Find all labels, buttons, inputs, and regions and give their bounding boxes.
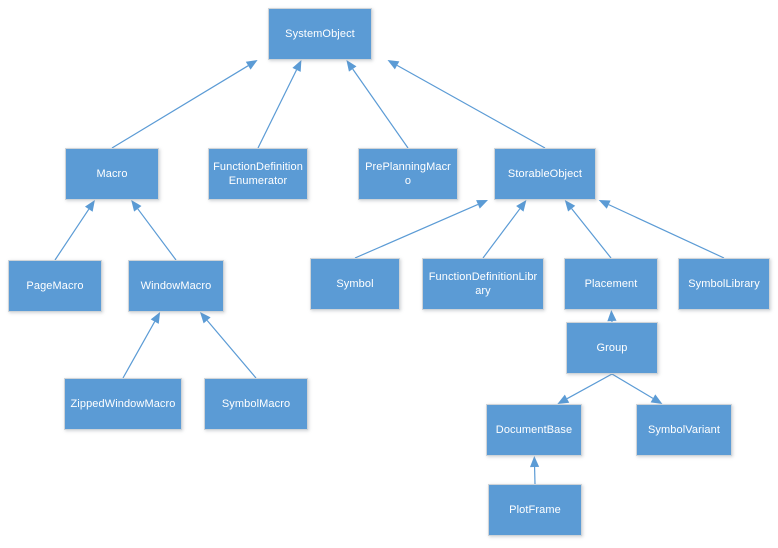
edge-symbol-to-storable-object bbox=[354, 200, 488, 259]
edge-group-to-symbol-variant bbox=[611, 373, 663, 404]
class-node-macro[interactable]: Macro bbox=[65, 148, 159, 200]
edge-group-to-document-base bbox=[557, 373, 613, 404]
edge-symbol-library-to-storable-object bbox=[598, 200, 725, 259]
class-node-label: ZippedWindowMacro bbox=[70, 398, 176, 410]
class-node-symbol[interactable]: Symbol bbox=[310, 258, 400, 310]
edge-symbol-macro-to-window-macro bbox=[200, 312, 257, 379]
class-node-label: SystemObject bbox=[285, 28, 355, 40]
edge-page-macro-to-macro bbox=[54, 200, 95, 261]
edge-line bbox=[571, 208, 612, 259]
class-node-page-macro[interactable]: PageMacro bbox=[8, 260, 102, 312]
class-node-system-object[interactable]: SystemObject bbox=[268, 8, 372, 60]
edge-line bbox=[54, 208, 90, 261]
edge-line bbox=[137, 208, 177, 261]
class-node-label: SymbolVariant bbox=[647, 424, 721, 436]
edge-line bbox=[396, 64, 546, 149]
edge-plot-frame-to-document-base bbox=[529, 456, 540, 485]
class-node-label: PlotFrame bbox=[509, 504, 561, 516]
edge-arrowhead bbox=[529, 456, 540, 468]
edge-line bbox=[111, 65, 249, 149]
class-node-label: PageMacro bbox=[26, 280, 84, 292]
edge-zipped-window-macro-to-window-macro bbox=[122, 312, 161, 379]
edge-arrowhead bbox=[516, 200, 527, 212]
edge-line bbox=[122, 321, 156, 379]
edge-arrowhead bbox=[131, 200, 142, 212]
edge-line bbox=[257, 69, 298, 149]
edge-arrowhead bbox=[607, 310, 617, 322]
class-node-function-definition-library[interactable]: FunctionDefinitionLibrary bbox=[422, 258, 544, 310]
class-node-preplanning-macro[interactable]: PrePlanningMacro bbox=[358, 148, 458, 200]
edge-arrowhead bbox=[292, 60, 302, 72]
class-node-document-base[interactable]: DocumentBase bbox=[486, 404, 582, 456]
class-node-window-macro[interactable]: WindowMacro bbox=[128, 260, 224, 312]
edge-arrowhead bbox=[598, 200, 611, 209]
edge-arrowhead bbox=[387, 60, 400, 70]
edge-window-macro-to-macro bbox=[131, 200, 177, 261]
class-node-label: Macro bbox=[96, 168, 128, 180]
class-node-label: Placement bbox=[584, 278, 638, 290]
class-node-function-definition-enum[interactable]: FunctionDefinitionEnumerator bbox=[208, 148, 308, 200]
class-node-storable-object[interactable]: StorableObject bbox=[494, 148, 596, 200]
class-node-label: WindowMacro bbox=[140, 280, 212, 292]
edge-line bbox=[354, 203, 479, 259]
class-node-label: FunctionDefinitionLibrary bbox=[428, 271, 538, 297]
edge-arrowhead bbox=[84, 200, 95, 212]
class-node-label: StorableObject bbox=[507, 168, 583, 180]
class-node-label: SymbolLibrary bbox=[688, 278, 760, 290]
edge-arrowhead bbox=[564, 200, 576, 212]
class-node-label: DocumentBase bbox=[495, 424, 573, 436]
edge-arrowhead bbox=[150, 312, 161, 324]
edge-line bbox=[608, 204, 725, 259]
class-node-label: PrePlanningMacro bbox=[365, 161, 451, 187]
edge-arrowhead bbox=[346, 60, 357, 72]
edge-arrowhead bbox=[557, 394, 570, 404]
class-node-group[interactable]: Group bbox=[566, 322, 658, 374]
edge-group-to-placement bbox=[607, 310, 617, 323]
edge-placement-to-storable-object bbox=[564, 200, 612, 259]
edge-storable-object-to-system-object bbox=[387, 60, 546, 149]
class-node-symbol-variant[interactable]: SymbolVariant bbox=[636, 404, 732, 456]
class-node-label: FunctionDefinitionEnumerator bbox=[213, 161, 303, 187]
edge-line bbox=[352, 68, 409, 149]
class-node-placement[interactable]: Placement bbox=[564, 258, 658, 310]
class-node-label: SymbolMacro bbox=[221, 398, 291, 410]
edge-arrowhead bbox=[650, 394, 663, 404]
edge-function-definition-enum-to-system-object bbox=[257, 60, 302, 149]
class-node-label: Group bbox=[596, 342, 628, 354]
class-node-zipped-window-macro[interactable]: ZippedWindowMacro bbox=[64, 378, 182, 430]
edge-arrowhead bbox=[200, 312, 211, 324]
edge-function-definition-library-to-storable-object bbox=[482, 200, 527, 259]
class-node-symbol-library[interactable]: SymbolLibrary bbox=[678, 258, 770, 310]
class-node-plot-frame[interactable]: PlotFrame bbox=[488, 484, 582, 536]
class-node-label: Symbol bbox=[336, 278, 374, 290]
edge-arrowhead bbox=[476, 200, 488, 209]
edge-macro-to-system-object bbox=[111, 60, 258, 149]
edge-line bbox=[206, 319, 257, 379]
edge-line bbox=[482, 208, 521, 259]
edge-arrowhead bbox=[245, 60, 258, 70]
edge-line bbox=[611, 373, 654, 399]
edge-line bbox=[566, 373, 613, 400]
class-node-symbol-macro[interactable]: SymbolMacro bbox=[204, 378, 308, 430]
edge-preplanning-macro-to-system-object bbox=[346, 60, 409, 149]
